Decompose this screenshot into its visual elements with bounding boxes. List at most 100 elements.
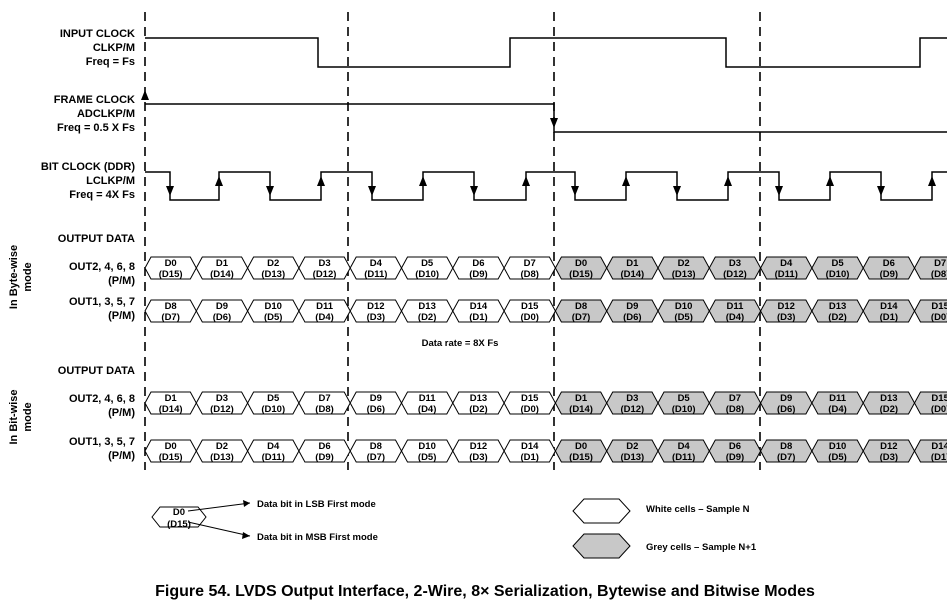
data-cell-alt-bit: (D8) xyxy=(521,269,539,280)
data-cell-bit: D3 xyxy=(729,258,741,269)
bit-clock-arrow-down xyxy=(368,186,376,196)
data-cell-alt-bit: (D7) xyxy=(161,312,179,323)
bitwise-side-label-line1: In Bit-wise xyxy=(8,389,20,444)
data-cell-alt-bit: (D10) xyxy=(415,269,439,280)
input-clock-label: INPUT CLOCK CLKP/M Freq = Fs xyxy=(60,28,135,68)
bit-clock-arrow-down xyxy=(775,186,783,196)
data-cell-bit: D10 xyxy=(265,301,282,312)
data-cell-alt-bit: (D2) xyxy=(880,404,898,415)
data-cell-alt-bit: (D0) xyxy=(931,312,947,323)
bit-clock-arrow-down xyxy=(877,186,885,196)
data-cell-alt-bit: (D0) xyxy=(931,404,947,415)
data-cell-alt-bit: (D15) xyxy=(159,269,183,280)
bit-clock-arrow-up xyxy=(928,176,936,186)
data-cell-alt-bit: (D6) xyxy=(623,312,641,323)
bitwise-side-label-line2: mode xyxy=(22,402,34,431)
bit-clock-arrow-up xyxy=(826,176,834,186)
bytewise-out2468-cells: D0(D15)D1(D14)D2(D13)D3(D12)D4(D11)D5(D1… xyxy=(144,256,947,280)
data-cell-alt-bit: (D4) xyxy=(418,404,436,415)
data-cell-alt-bit: (D4) xyxy=(726,312,744,323)
data-cell-bit: D10 xyxy=(675,301,692,312)
data-cell-alt-bit: (D12) xyxy=(723,269,747,280)
data-cell-alt-bit: (D1) xyxy=(469,312,487,323)
data-cell-bit: D12 xyxy=(880,441,897,452)
data-cell-bit: D15 xyxy=(931,301,947,312)
data-cell-alt-bit: (D10) xyxy=(672,404,696,415)
data-cell-bit: D4 xyxy=(370,258,383,269)
legend-lsb-arrowhead xyxy=(243,500,250,507)
data-cell-bit: D7 xyxy=(729,393,741,404)
data-cell-bit: D0 xyxy=(165,441,177,452)
data-cell-bit: D0 xyxy=(575,441,587,452)
data-cell-alt-bit: (D12) xyxy=(620,404,644,415)
data-cell-alt-bit: (D8) xyxy=(726,404,744,415)
data-cell-alt-bit: (D15) xyxy=(569,269,593,280)
data-cell-alt-bit: (D7) xyxy=(572,312,590,323)
data-cell-alt-bit: (D0) xyxy=(521,312,539,323)
data-cell-alt-bit: (D3) xyxy=(367,312,385,323)
data-cell-bit: D6 xyxy=(472,258,484,269)
bit-clock-edge-arrows xyxy=(166,176,936,196)
data-cell-bit: D6 xyxy=(729,441,741,452)
legend-lsb-note: Data bit in LSB First mode xyxy=(257,499,376,510)
legend-msb-note: Data bit in MSB First mode xyxy=(257,532,378,543)
data-cell-bit: D14 xyxy=(521,441,539,452)
data-cell-alt-bit: (D5) xyxy=(828,452,846,463)
bytewise-row2-sublabel: (P/M) xyxy=(108,310,135,322)
data-cell-alt-bit: (D4) xyxy=(828,404,846,415)
bit-clock-arrow-up xyxy=(522,176,530,186)
data-cell xyxy=(913,299,947,323)
data-cell-bit: D13 xyxy=(829,301,846,312)
data-cell-alt-bit: (D5) xyxy=(418,452,436,463)
data-cell-alt-bit: (D3) xyxy=(469,452,487,463)
data-cell-alt-bit: (D12) xyxy=(210,404,234,415)
legend-white-label: White cells – Sample N xyxy=(646,504,750,515)
figure-caption: Figure 54. LVDS Output Interface, 2-Wire… xyxy=(155,583,815,600)
bit-clock-arrow-down xyxy=(571,186,579,196)
data-cell-alt-bit: (D12) xyxy=(313,269,337,280)
data-cell-bit: D14 xyxy=(931,441,947,452)
bitwise-row1-sublabel: (P/M) xyxy=(108,407,135,419)
data-cell-alt-bit: (D5) xyxy=(264,312,282,323)
legend-grey-swatch xyxy=(572,533,631,559)
data-cell-bit: D4 xyxy=(678,441,691,452)
frame-clock-name: FRAME CLOCK xyxy=(54,94,135,106)
legend-example-top: D0 xyxy=(173,507,185,518)
data-cell-alt-bit: (D11) xyxy=(672,452,695,463)
data-cell-alt-bit: (D1) xyxy=(521,452,539,463)
frame-clock-fall-arrow xyxy=(550,118,558,128)
data-cell-bit: D12 xyxy=(778,301,795,312)
data-cell-bit: D11 xyxy=(726,301,744,312)
data-cell-bit: D8 xyxy=(575,301,587,312)
frame-clock-waveform xyxy=(145,103,947,133)
data-cell-alt-bit: (D10) xyxy=(261,404,285,415)
data-cell-alt-bit: (D8) xyxy=(931,269,947,280)
data-cell-bit: D9 xyxy=(370,393,382,404)
data-cell-bit: D7 xyxy=(524,258,536,269)
bit-clock-label: BIT CLOCK (DDR) LCLKP/M Freq = 4X Fs xyxy=(41,161,135,201)
data-cell xyxy=(913,256,947,280)
bytewise-side-label-line1: In Byte-wise xyxy=(8,245,20,309)
frame-clock-freq: Freq = 0.5 X Fs xyxy=(57,122,135,134)
bitwise-row2-sublabel: (P/M) xyxy=(108,450,135,462)
data-cell-bit: D7 xyxy=(318,393,330,404)
data-cell-alt-bit: (D14) xyxy=(620,269,644,280)
data-cell-alt-bit: (D3) xyxy=(777,312,795,323)
bit-clock-arrow-down xyxy=(166,186,174,196)
data-cell-alt-bit: (D13) xyxy=(672,269,696,280)
data-cell-alt-bit: (D10) xyxy=(826,269,850,280)
data-cell-bit: D11 xyxy=(829,393,847,404)
bitwise-out1357-cells: D0(D15)D2(D13)D4(D11)D6(D9)D8(D7)D10(D5)… xyxy=(144,439,947,463)
bytewise-row-labels: OUT2, 4, 6, 8 (P/M) OUT1, 3, 5, 7 (P/M) xyxy=(69,261,135,322)
data-cell-alt-bit: (D15) xyxy=(159,452,183,463)
data-cell-alt-bit: (D1) xyxy=(880,312,898,323)
data-cell-bit: D9 xyxy=(626,301,638,312)
legend-msb-pointer xyxy=(187,521,251,537)
data-cell-alt-bit: (D9) xyxy=(315,452,333,463)
bit-clock-name: BIT CLOCK (DDR) xyxy=(41,161,135,173)
data-cell-alt-bit: (D6) xyxy=(213,312,231,323)
data-cell-alt-bit: (D11) xyxy=(364,269,387,280)
data-cell-bit: D5 xyxy=(678,393,691,404)
legend-white-swatch xyxy=(572,498,631,524)
data-cell-bit: D1 xyxy=(626,258,639,269)
